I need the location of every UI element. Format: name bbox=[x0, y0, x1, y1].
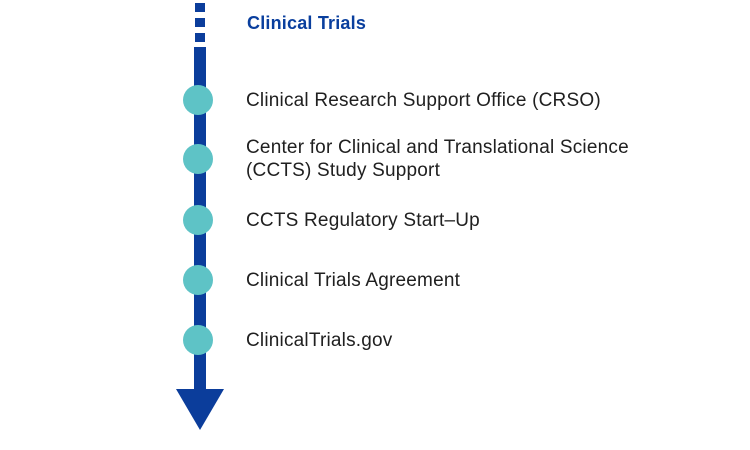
item-label: Center for Clinical and Translational Sc… bbox=[246, 137, 629, 181]
timeline-title: Clinical Trials bbox=[247, 13, 367, 33]
item-label: Clinical Trials Agreement bbox=[246, 269, 461, 291]
node-circle-icon bbox=[183, 265, 213, 295]
node-circle-icon bbox=[183, 85, 213, 115]
timeline-item: Center for Clinical and Translational Sc… bbox=[183, 136, 629, 182]
arrow-down-icon bbox=[176, 389, 224, 430]
timeline-item: Clinical Research Support Office (CRSO) bbox=[183, 85, 601, 115]
timeline-item: CCTS Regulatory Start–Up bbox=[183, 205, 480, 235]
dashed-line-segment bbox=[195, 18, 205, 27]
dashed-line-segment bbox=[195, 33, 205, 42]
timeline-item: Clinical Trials Agreement bbox=[183, 265, 460, 295]
item-label: ClinicalTrials.gov bbox=[246, 329, 393, 351]
node-circle-icon bbox=[183, 325, 213, 355]
item-label: Clinical Research Support Office (CRSO) bbox=[246, 89, 601, 111]
dashed-line-segment bbox=[195, 3, 205, 12]
node-circle-icon bbox=[183, 144, 213, 174]
timeline-item: ClinicalTrials.gov bbox=[183, 325, 393, 355]
item-label: CCTS Regulatory Start–Up bbox=[246, 209, 480, 231]
node-circle-icon bbox=[183, 205, 213, 235]
